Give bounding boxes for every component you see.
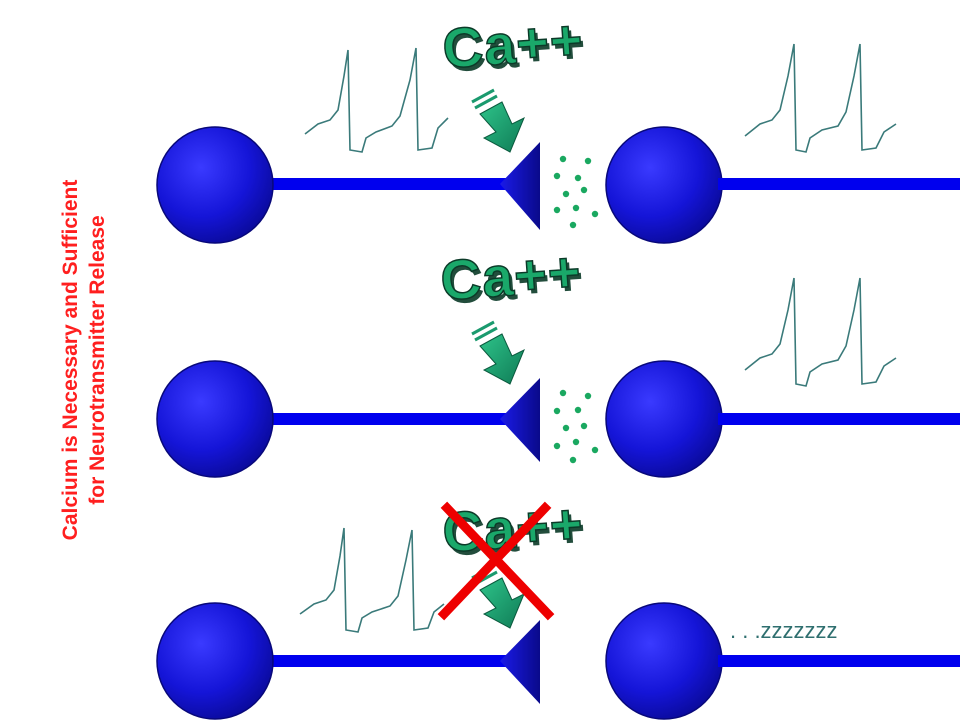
- postsynaptic-dendrite: [718, 655, 960, 667]
- postsynaptic-soma: [605, 602, 723, 720]
- calcium-ion-label-face: Ca++: [438, 239, 583, 312]
- calcium-ion-label: Ca++: [441, 243, 586, 316]
- calcium-ion-label: Ca++: [443, 11, 588, 84]
- down-right-arrow-icon: [471, 320, 525, 385]
- presynaptic-soma: [156, 126, 274, 244]
- postsynaptic-sleep-note: . . .zzzzzzz: [730, 618, 838, 643]
- presynaptic-spike-trace: [304, 47, 449, 153]
- presynaptic-axon: [250, 655, 510, 667]
- postsynaptic-spike-trace: [744, 43, 897, 153]
- postsynaptic-soma: [605, 360, 723, 478]
- title-line-2: for Neurotransmitter Release: [86, 215, 109, 505]
- postsynaptic-soma: [605, 126, 723, 244]
- row-3-synapse: . . .zzzzzzz Ca++ Ca++: [156, 491, 960, 720]
- postsynaptic-dendrite: [718, 413, 960, 425]
- calcium-ion-label-face: Ca++: [440, 491, 585, 564]
- neurotransmitter-vesicles: [553, 155, 599, 229]
- presynaptic-soma: [156, 602, 274, 720]
- row-1-synapse: Ca++ Ca++: [156, 7, 960, 244]
- neurotransmitter-vesicles: [553, 389, 599, 464]
- red-x-icon: [437, 501, 555, 621]
- presynaptic-terminal: [500, 142, 540, 230]
- diagram-title: Calcium is Necessary and Sufficient for …: [57, 180, 111, 541]
- postsynaptic-dendrite: [718, 178, 960, 190]
- presynaptic-terminal: [500, 620, 540, 704]
- down-right-arrow-icon: [471, 88, 525, 153]
- presynaptic-spike-trace: [299, 527, 445, 633]
- presynaptic-soma: [156, 360, 274, 478]
- postsynaptic-spike-trace: [744, 277, 897, 387]
- title-line-1: Calcium is Necessary and Sufficient: [59, 179, 82, 541]
- presynaptic-axon: [250, 413, 510, 425]
- row-2-synapse: Ca++ Ca++: [156, 239, 960, 478]
- calcium-ion-label-face: Ca++: [440, 7, 585, 80]
- presynaptic-axon: [250, 178, 510, 190]
- presynaptic-terminal: [500, 378, 540, 462]
